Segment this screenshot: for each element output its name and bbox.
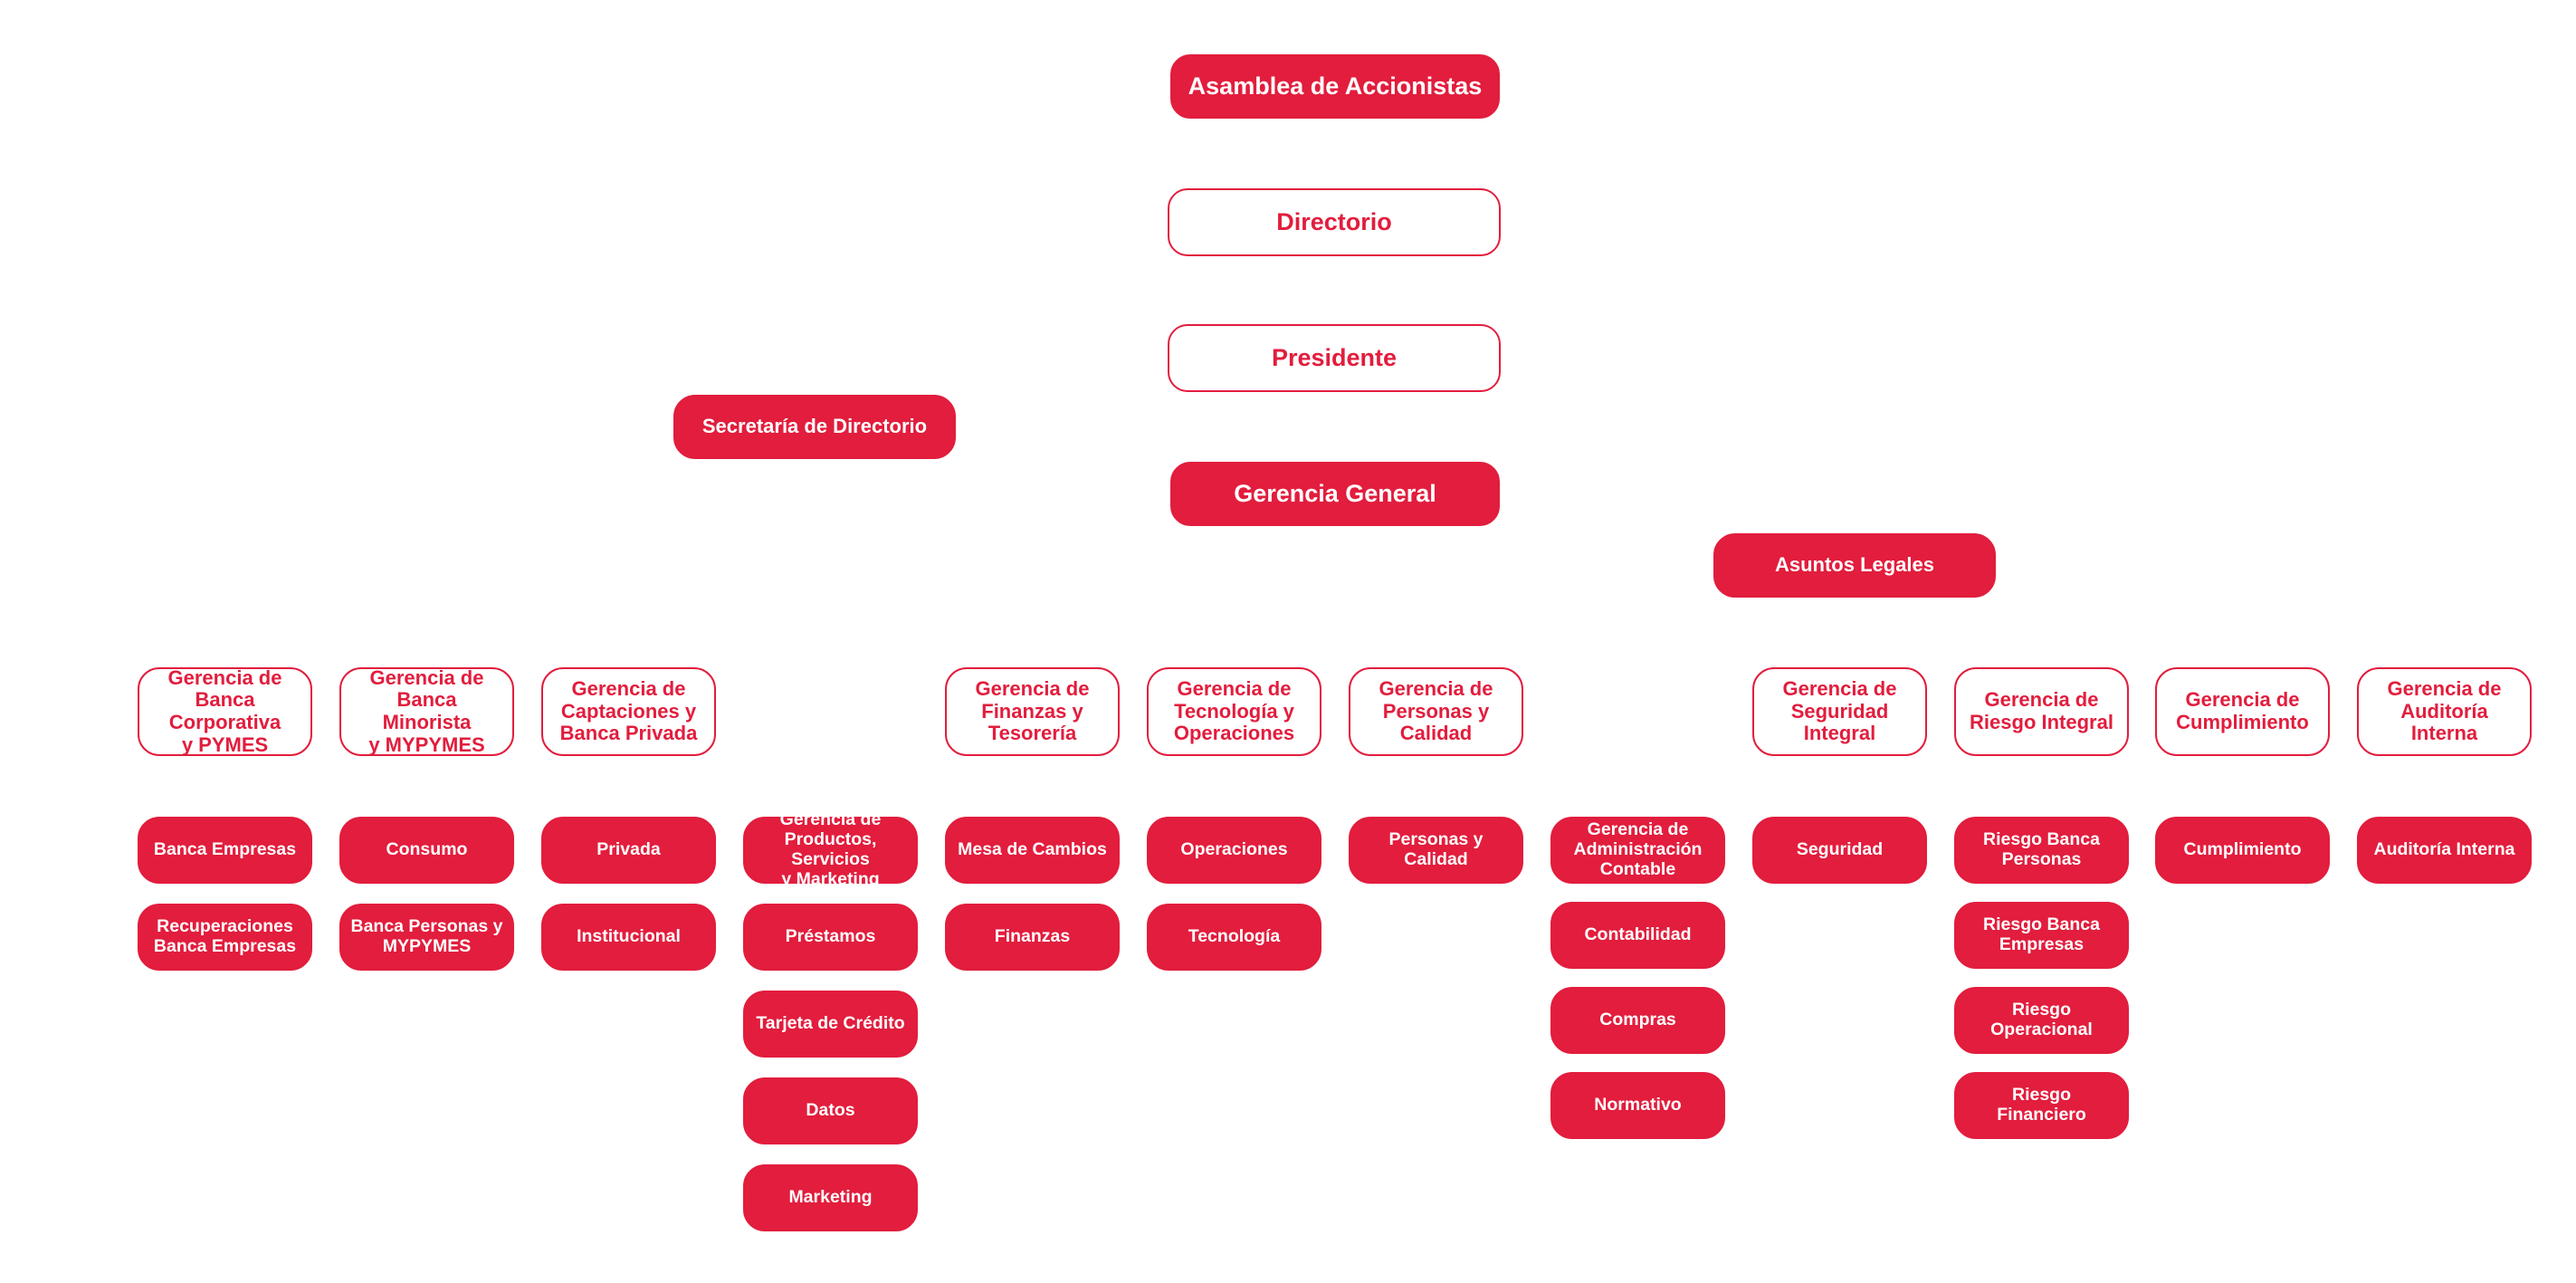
- unit-box: Banca Empresas: [138, 817, 312, 884]
- unit-box: Riesgo Operacional: [1954, 987, 2129, 1054]
- unit-box: Mesa de Cambios: [945, 817, 1120, 884]
- unit-box: Privada: [541, 817, 716, 884]
- gerencia-general-box: Gerencia General: [1170, 462, 1500, 526]
- unit-box: Cumplimiento: [2155, 817, 2330, 884]
- asamblea-box: Asamblea de Accionistas: [1170, 54, 1500, 119]
- asuntos-legales-box: Asuntos Legales: [1713, 533, 1996, 598]
- unit-box: Consumo: [339, 817, 514, 884]
- presidente-box: Presidente: [1168, 324, 1501, 392]
- unit-box: Datos: [743, 1077, 918, 1144]
- unit-box: Riesgo Financiero: [1954, 1072, 2129, 1139]
- unit-box: Seguridad: [1752, 817, 1927, 884]
- unit-box: Finanzas: [945, 904, 1120, 971]
- unit-box: Institucional: [541, 904, 716, 971]
- unit-box: Normativo: [1550, 1072, 1725, 1139]
- unit-box: Personas y Calidad: [1349, 817, 1523, 884]
- unit-box: Préstamos: [743, 904, 918, 971]
- unit-box: Auditoría Interna: [2357, 817, 2532, 884]
- unit-box: Contabilidad: [1550, 902, 1725, 969]
- unit-box: Tarjeta de Crédito: [743, 991, 918, 1058]
- unit-box: Marketing: [743, 1164, 918, 1231]
- directorio-box: Directorio: [1168, 188, 1501, 256]
- secretaria-box: Secretaría de Directorio: [673, 395, 956, 459]
- unit-box: Operaciones: [1147, 817, 1321, 884]
- unit-box: Compras: [1550, 987, 1725, 1054]
- unit-box: Tecnología: [1147, 904, 1321, 971]
